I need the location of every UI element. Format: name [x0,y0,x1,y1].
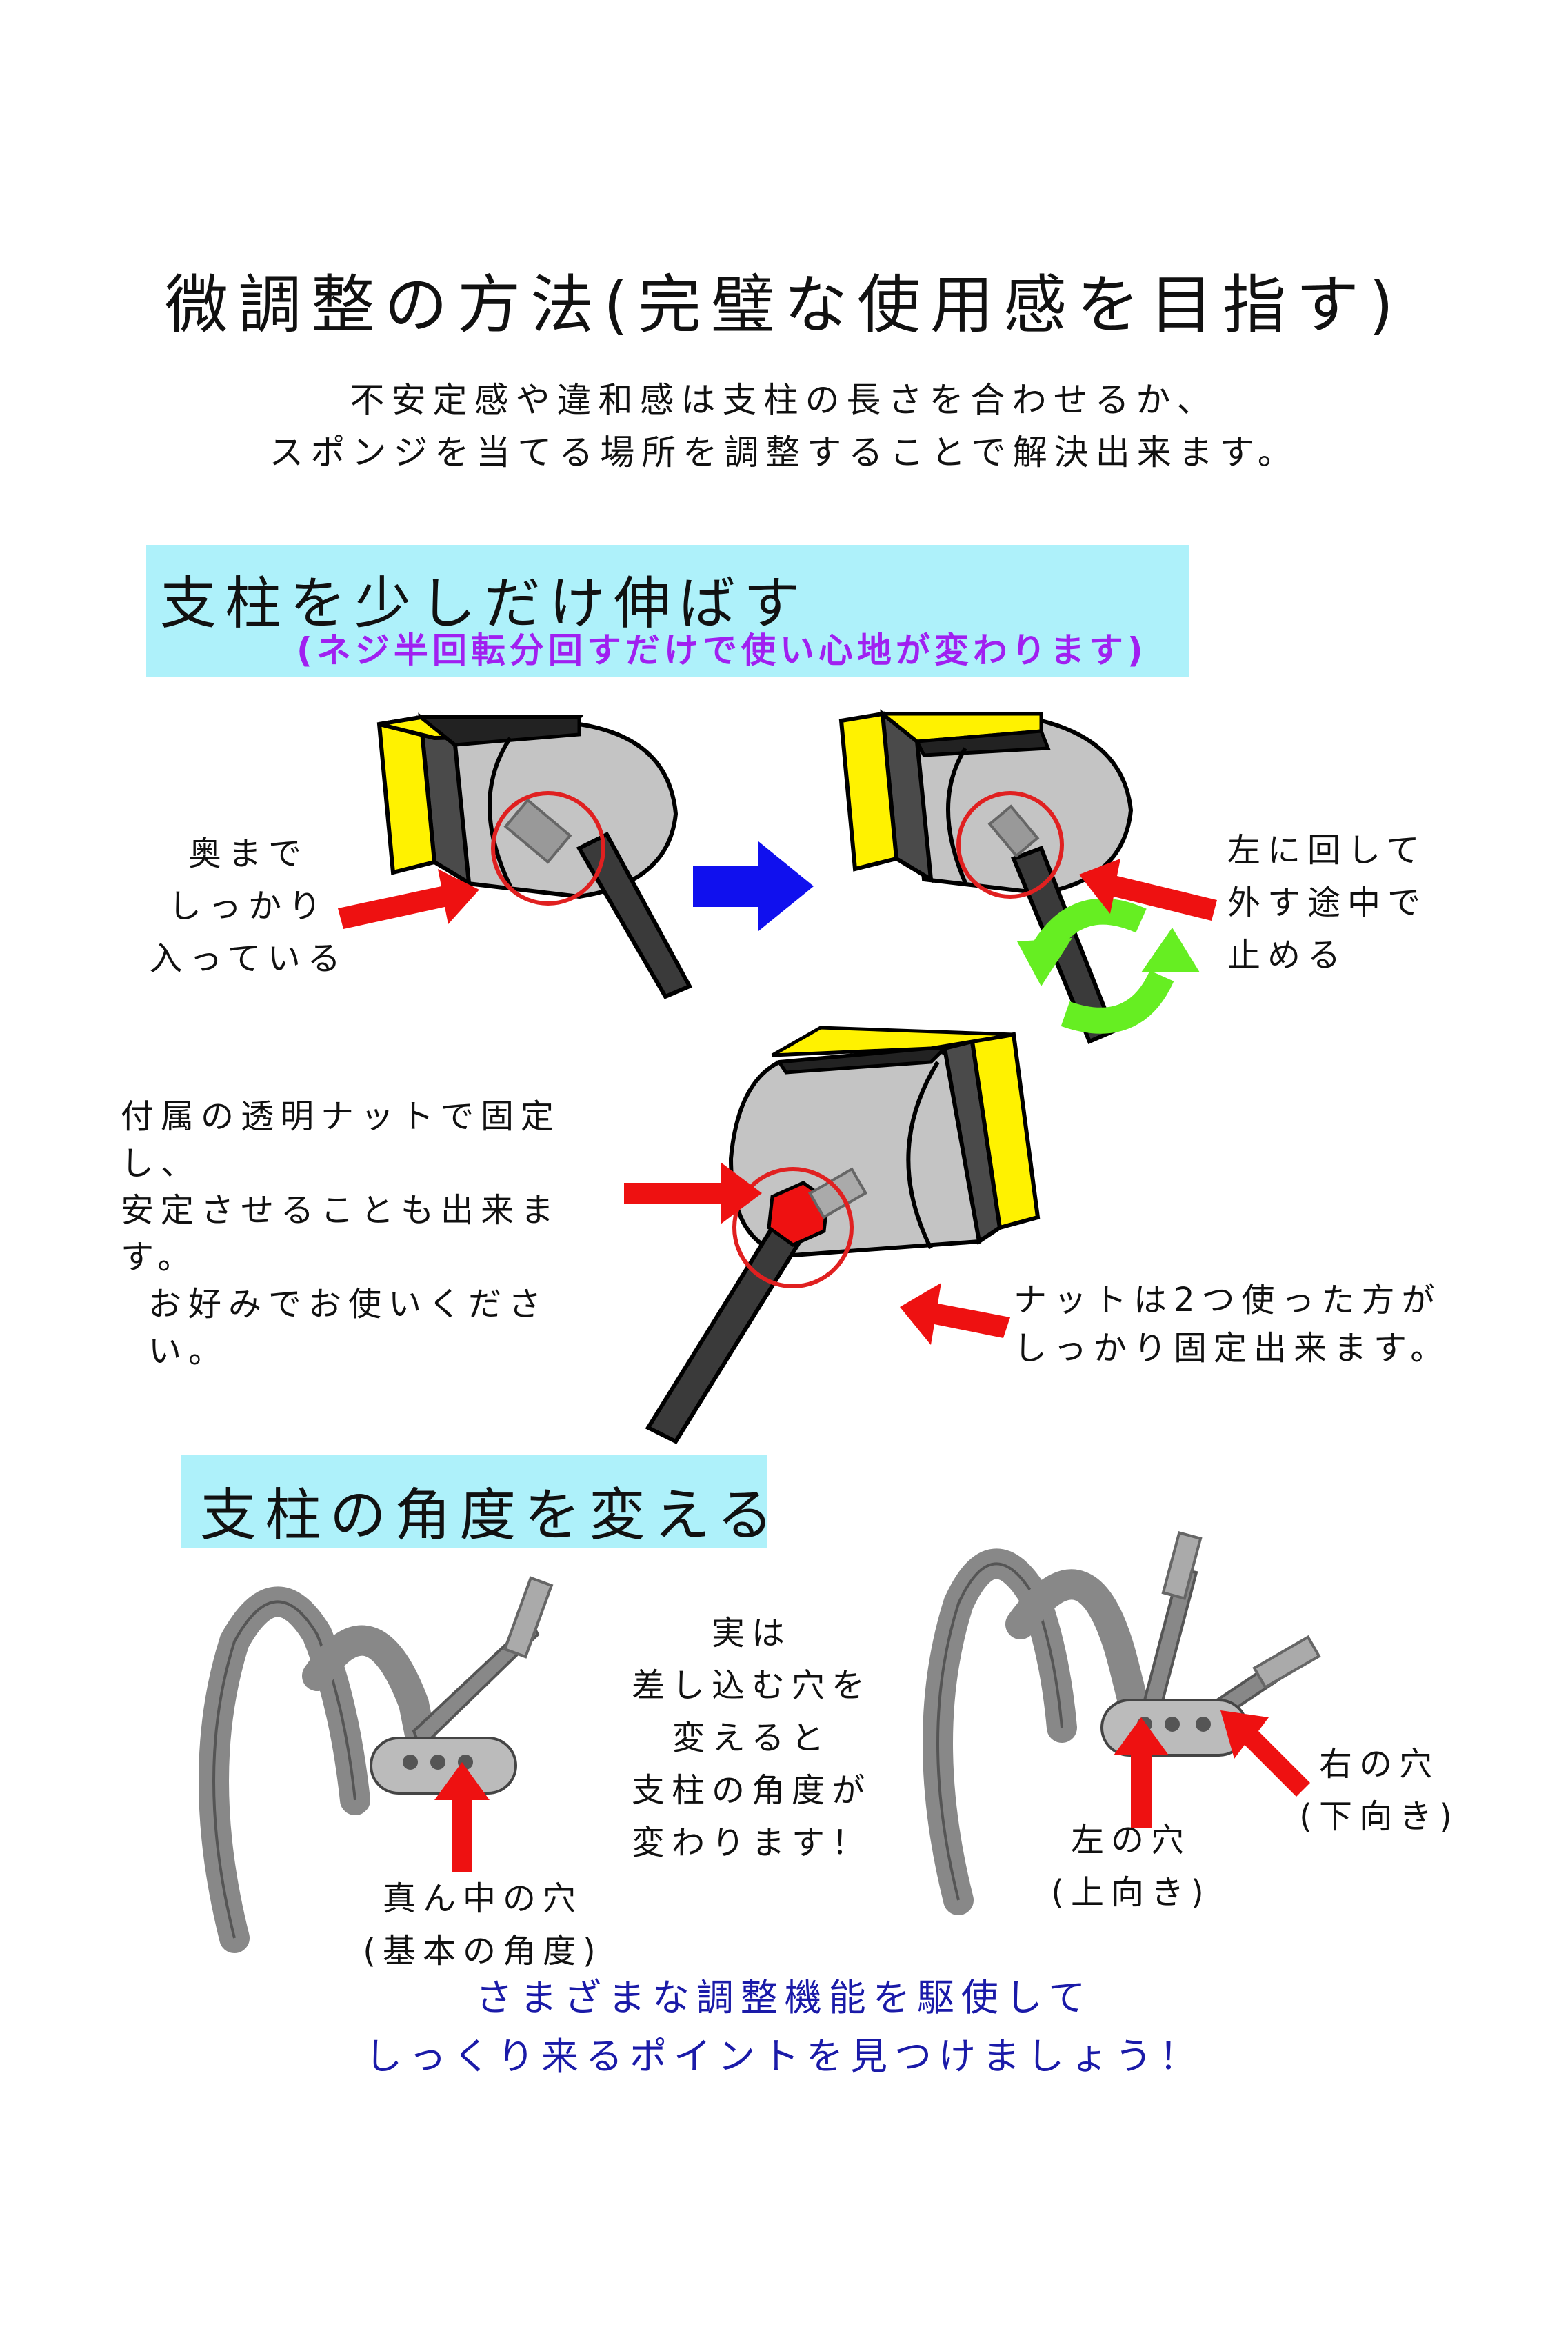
label-left-hole: 左の穴 (上向き) [1000,1814,1262,1919]
note-center-line-4: 支柱の角度が [631,1771,872,1810]
note-right-line-2: 外す途中で [1227,883,1428,922]
note-right-line-3: 止める [1227,936,1348,975]
section1-heading: 支柱を少しだけ伸ばす [160,571,809,637]
label-middle-hole: 真ん中の穴 (基本の角度) [331,1872,634,1977]
section2-header-band [181,1455,767,1548]
red-arrow-icon [1114,1717,1169,1828]
red-arrow-icon [1079,859,1217,921]
note-nut: 付属の透明ナットで固定し、 安定させることも出来ます。 お好みでお使いください。 [121,1093,603,1375]
note-right: 左に回して 外す途中で 止める [1227,824,1517,981]
note-nut-double-line-2: しっかり固定出来ます。 [1014,1329,1451,1368]
label-middle-hole-line-1: 真ん中の穴 [382,1879,583,1918]
note-center-line-5: 変わります！ [631,1824,872,1862]
note-center-line-2: 差し込む穴を [631,1666,872,1705]
label-middle-hole-line-2: (基本の角度) [363,1932,603,1970]
section1-subheading: (ネジ半回転分回すだけで使い心地が変わります) [296,630,1147,670]
closing-line-2: しっくり来るポイントを見つけましょう！ [365,2035,1203,2078]
label-left-hole-line-2: (上向き) [1051,1873,1211,1912]
section2-heading: 支柱の角度を変える [200,1483,782,1548]
intro-line-2: スポンジを当てる場所を調整することで解決出来ます。 [269,432,1299,472]
note-left-line-3: 入っている [149,939,348,978]
headrest-illustration-with-nut [645,1026,1041,1444]
closing-line-1: さまざまな調整機能を駆使して [475,1976,1093,2019]
page-title: 微調整の方法(完璧な使用感を目指す) [165,268,1403,342]
red-arrow-icon [338,869,479,929]
note-nut-double: ナットは2つ使った方が しっかり固定出来ます。 [1014,1276,1482,1372]
note-center-line-3: 変えると [672,1719,832,1757]
note-nut-double-line-1: ナットは2つ使った方が [1014,1281,1442,1319]
note-nut-line-1: 付属の透明ナットで固定し、 [121,1097,561,1183]
note-left-line-1: 奥まで [188,835,308,873]
note-nut-line-3: お好みでお使いください。 [148,1285,549,1370]
stay-illustration-middle-hole [199,1576,554,1953]
note-left: 奥まで しっかり 入っている [145,828,352,985]
note-right-line-1: 左に回して [1227,831,1427,870]
note-center: 実は 差し込む穴を 変えると 支柱の角度が 変わります！ [607,1607,896,1869]
red-arrow-icon [624,1162,762,1224]
label-right-hole-line-1: 右の穴 [1318,1745,1439,1784]
note-nut-line-2: 安定させることも出来ます。 [121,1191,561,1277]
section1-header-band [146,545,1189,677]
label-right-hole: 右の穴 (下向き) [1255,1738,1503,1843]
red-arrow-icon [434,1762,490,1872]
red-arrow-icon [900,1283,1010,1345]
note-center-line-1: 実は [711,1614,792,1652]
headrest-illustration-inserted [376,712,693,999]
rotate-icon [1017,898,1200,1034]
label-right-hole-line-2: (下向き) [1299,1797,1459,1836]
label-left-hole-line-1: 左の穴 [1070,1821,1191,1859]
red-arrow-icon [1220,1710,1310,1797]
blue-arrow-icon [693,841,814,931]
note-left-line-2: しっかり [168,887,328,926]
intro-line-1: 不安定感や違和感は支柱の長さを合わせるか、 [350,380,1218,420]
